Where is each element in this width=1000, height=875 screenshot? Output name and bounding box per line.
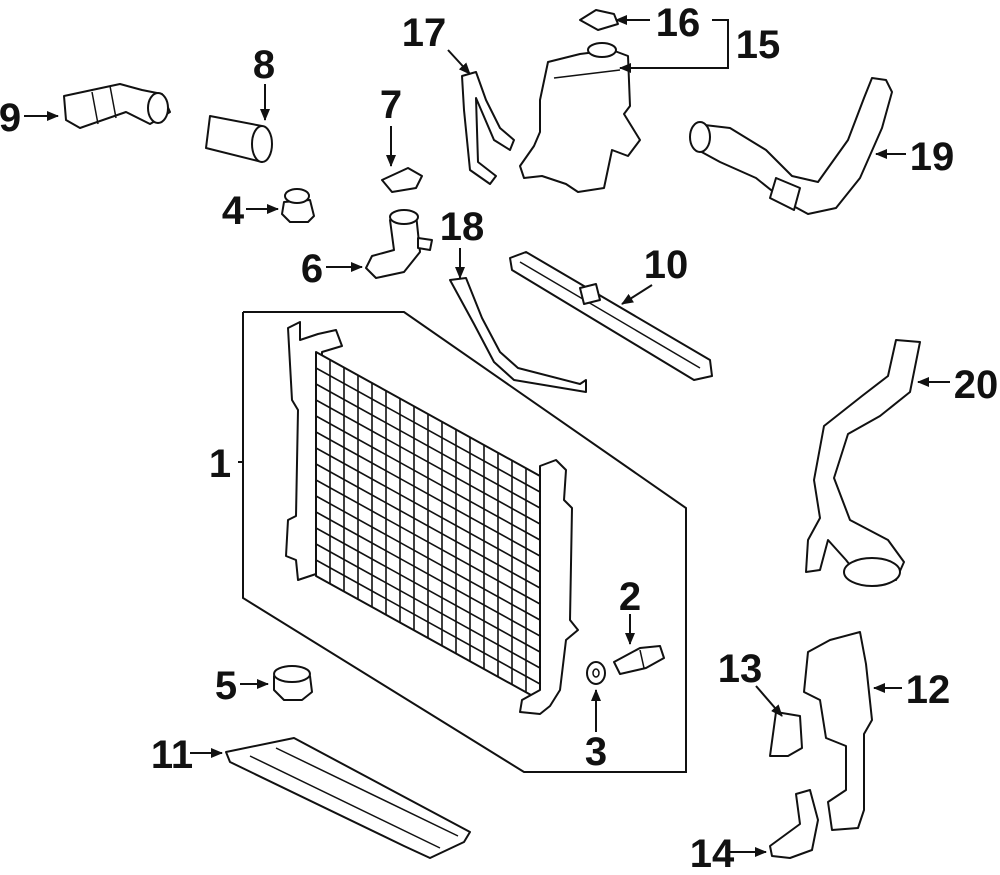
callout-4: 4	[222, 189, 245, 233]
callout-15: 15	[736, 23, 781, 67]
callout-16: 16	[656, 1, 701, 45]
lower-mount-cushion[interactable]	[273, 665, 313, 701]
callout-9: 9	[0, 96, 21, 140]
radiator-core[interactable]	[285, 321, 579, 715]
lower-bracket[interactable]	[769, 789, 819, 859]
reservoir-tank[interactable]	[519, 42, 641, 193]
callout-19: 19	[910, 135, 955, 179]
callout-6: 6	[301, 247, 323, 291]
small-bracket[interactable]	[769, 711, 803, 757]
callout-17: 17	[402, 11, 447, 55]
callout-14: 14	[690, 832, 735, 875]
callout-2: 2	[619, 575, 641, 619]
upper-radiator-hose[interactable]	[689, 77, 893, 215]
upper-support[interactable]	[509, 251, 713, 381]
callout-3: 3	[585, 730, 607, 774]
callout-8: 8	[253, 43, 275, 87]
upper-mount-cushion[interactable]	[281, 188, 315, 223]
drain-washer[interactable]	[586, 661, 606, 685]
callout-12: 12	[906, 668, 951, 712]
callout-11: 11	[151, 733, 193, 777]
side-bracket[interactable]	[803, 631, 873, 831]
bypass-hose[interactable]	[449, 277, 587, 393]
radiator-cap[interactable]	[381, 167, 423, 193]
callout-13: 13	[718, 647, 763, 691]
callout-18: 18	[440, 205, 485, 249]
lower-radiator-hose[interactable]	[805, 339, 921, 587]
lower-air-guide[interactable]	[225, 737, 471, 859]
filler-neck[interactable]	[365, 209, 433, 279]
elbow-hose[interactable]	[63, 83, 171, 129]
reservoir-cap[interactable]	[579, 9, 619, 31]
hose-sleeve[interactable]	[205, 115, 273, 163]
callout-20: 20	[954, 363, 999, 407]
callout-1: 1	[209, 442, 231, 486]
callout-5: 5	[215, 664, 237, 708]
radiator-group-outline	[242, 311, 687, 773]
drain-cock[interactable]	[613, 645, 665, 675]
callout-7: 7	[380, 83, 402, 127]
callout-10: 10	[644, 243, 689, 287]
callout-leaders	[24, 15, 950, 857]
overflow-hose[interactable]	[461, 71, 515, 185]
